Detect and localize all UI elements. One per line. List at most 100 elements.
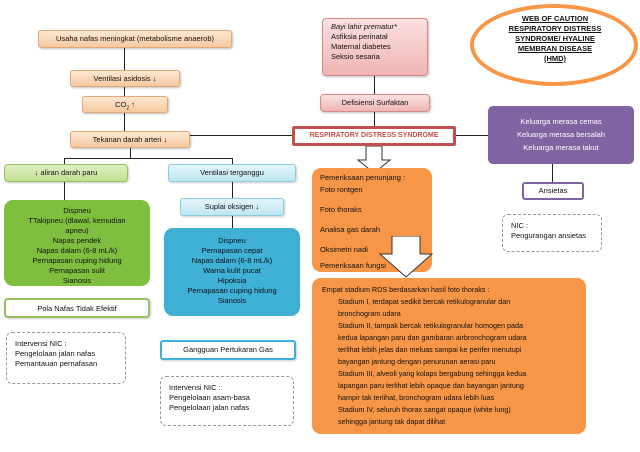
- aliran-label: ↓ aliran darah paru: [34, 168, 98, 177]
- tekanan-label: Tekanan darah arteri ↓: [92, 135, 168, 144]
- nic-item: Pengelolaan asam-basa: [169, 393, 250, 402]
- symptom-item: Sianosis: [217, 296, 247, 305]
- symptom-item: apneu): [65, 226, 89, 235]
- pemeriksaan-heading: Pemeriksaan penunjang :: [320, 173, 406, 182]
- rds-box: RESPIRATORY DISTRESS SYNDROME: [292, 126, 456, 146]
- title-line5: (HMD): [543, 54, 567, 63]
- connector-line: [64, 158, 232, 159]
- stadium-line: bayangan jantung dengan penurunan aerasi…: [338, 357, 496, 366]
- aliran-box: ↓ aliran darah paru: [4, 164, 128, 182]
- symptom-item: Napas dalam (6-8 mL/k): [36, 246, 118, 255]
- keluarga-item: Keluarga merasa takut: [523, 143, 599, 152]
- tekanan-box: Tekanan darah arteri ↓: [70, 131, 190, 148]
- usaha-box: Usaha nafas meningkat (metabolisme anaer…: [38, 30, 232, 48]
- stadium-line: Stadium II, tampak bercak retikulogranul…: [338, 321, 523, 330]
- ventilasi-asidosis-box: Ventilasi asidosis ↓: [70, 70, 180, 87]
- nic-heading: NIC :: [511, 221, 529, 230]
- nic-item: Pemantauan pernafasan: [15, 359, 98, 368]
- title-line2: RESPIRATORY DISTRESS: [508, 24, 602, 33]
- ansietas-box: Ansietas: [522, 182, 584, 200]
- causes-box: Bayi lahir prematur* Asfiksia perinatal …: [322, 18, 428, 76]
- symptom-item: Pernapasan cuping hidung: [187, 286, 277, 295]
- co2-arrow: ↑: [131, 100, 135, 109]
- causes-heading: Bayi lahir prematur*: [331, 22, 397, 31]
- symptom-item: TTakipneu (dlawal, kemudian: [28, 216, 126, 225]
- stadium-line: bronchogram udara: [338, 309, 401, 318]
- symptom-item: Dispneu: [218, 236, 246, 245]
- symptom-item: Dispneu: [63, 206, 91, 215]
- block-arrow-down: [356, 146, 392, 174]
- pemeriksaan-item: Pemeriksaan fungsi: [320, 261, 386, 270]
- connector-arrow: [124, 87, 125, 96]
- usaha-label: Usaha nafas meningkat (metabolisme anaer…: [55, 34, 214, 43]
- gangguan-box: Gangguan Pertukaran Gas: [160, 340, 296, 360]
- pemeriksaan-item: Foto thoraks: [320, 205, 362, 214]
- rds-label: RESPIRATORY DISTRESS SYNDROME: [309, 132, 439, 139]
- connector-arrow: [552, 164, 553, 182]
- green-symptoms-box: Dispneu TTakipneu (dlawal, kemudian apne…: [4, 200, 150, 286]
- suplai-label: Suplai oksigen ↓: [204, 202, 260, 211]
- symptom-item: Pernapasan cepat: [201, 246, 263, 255]
- connector-line: [130, 148, 131, 158]
- cause-item: Seksio sesaria: [331, 52, 380, 61]
- connector-arrow: [232, 182, 233, 198]
- keluarga-item: Keluarga merasa cemas: [520, 117, 602, 126]
- keluarga-item: Keluarga merasa bersalah: [517, 130, 605, 139]
- cyan-symptoms-box: Dispneu Pernapasan cepat Napas dalam (6-…: [164, 228, 300, 316]
- connector-arrow: [64, 158, 65, 164]
- symptom-item: Hipoksia: [217, 276, 247, 285]
- ventilasi-asidosis-label: Ventilasi asidosis ↓: [93, 74, 157, 83]
- symptom-item: Napas pendek: [52, 236, 102, 245]
- defisiensi-box: Defisiensi Surfaktan: [320, 94, 430, 112]
- stadium-heading: Empat stadium RDS berdasarkan hasil foto…: [322, 285, 490, 294]
- pemeriksaan-item: Analisa gas darah: [320, 225, 381, 234]
- gangguan-label: Gangguan Pertukaran Gas: [183, 345, 273, 354]
- nic-item: Pengelolaan jalan nafas: [169, 403, 250, 412]
- connector-arrow: [124, 48, 125, 70]
- stadium-line: Stadium III, alveoli yang kolaps bergabu…: [338, 369, 527, 378]
- title-line3: SYNDROME/ HYALINE: [515, 34, 595, 43]
- symptom-item: Pernapasan cuping hidung: [32, 256, 122, 265]
- connector-arrow: [64, 182, 65, 200]
- connector-line: [190, 135, 292, 136]
- nic-right-box: NIC : Pengurangan ansietas: [502, 214, 602, 252]
- nic-item: Pengurangan ansietas: [511, 231, 587, 240]
- title-oval: [470, 4, 638, 86]
- title-line4: MEMBRAN DISEASE: [517, 44, 593, 53]
- stadium-line: terlihat lebih jelas dan meluas sampai k…: [338, 345, 522, 354]
- connector-arrow: [232, 158, 233, 164]
- connector-arrow: [374, 76, 375, 94]
- stadium-line: hampir tak terlihat, bronchogram udara l…: [338, 393, 495, 402]
- connector-arrow: [374, 112, 375, 126]
- symptom-item: Napas dalam (6-8 mL/k): [191, 256, 273, 265]
- symptom-item: Sianosis: [62, 276, 92, 285]
- block-arrow-down: [378, 236, 434, 278]
- pemeriksaan-box: Pemeriksaan penunjang : Foto rontgen Fot…: [312, 168, 432, 272]
- connector-line: [456, 135, 488, 136]
- nic-item: Pengelolaan jalan nafas: [15, 349, 96, 358]
- defisiensi-label: Defisiensi Surfaktan: [341, 98, 409, 107]
- pemeriksaan-item: Foto rontgen: [320, 185, 363, 194]
- pemeriksaan-item: Oksimetri nadi: [320, 245, 368, 254]
- stadium-line: kedua lapangan paru dan gambaran airbron…: [338, 333, 527, 342]
- symptom-item: Pernapasan sulit: [49, 266, 105, 275]
- suplai-box: Suplai oksigen ↓: [180, 198, 284, 216]
- stadium-line: lapangan paru terlihat lebih opaque dan …: [338, 381, 524, 390]
- nic-left-box: Intervensi NIC : Pengelolaan jalan nafas…: [6, 332, 126, 384]
- cause-item: Maternal diabetes: [331, 42, 391, 51]
- ventilasi-terganggu-box: Ventilasi terganggu: [168, 164, 296, 182]
- co2-label: CO: [115, 100, 127, 109]
- co2-subscript: 2: [126, 105, 130, 112]
- connector-arrow: [124, 113, 125, 131]
- co2-box: CO2 ↑: [82, 96, 168, 113]
- title-line1: WEB OF CAUTION: [521, 14, 589, 23]
- connector-arrow: [232, 216, 233, 228]
- cause-item: Asfiksia perinatal: [331, 32, 388, 41]
- nic-heading: Intervensi NIC :: [15, 339, 67, 348]
- stadium-box: Empat stadium RDS berdasarkan hasil foto…: [312, 278, 586, 434]
- keluarga-box: Keluarga merasa cemas Keluarga merasa be…: [488, 106, 634, 164]
- pola-label: Pola Nafas Tidak Efektif: [37, 304, 117, 313]
- diagram-title: WEB OF CAUTION RESPIRATORY DISTRESS SYND…: [482, 14, 628, 64]
- stadium-line: Stadium I, terdapat sedikit bercak retik…: [338, 297, 511, 306]
- symptom-item: Warna kulit pucat: [203, 266, 261, 275]
